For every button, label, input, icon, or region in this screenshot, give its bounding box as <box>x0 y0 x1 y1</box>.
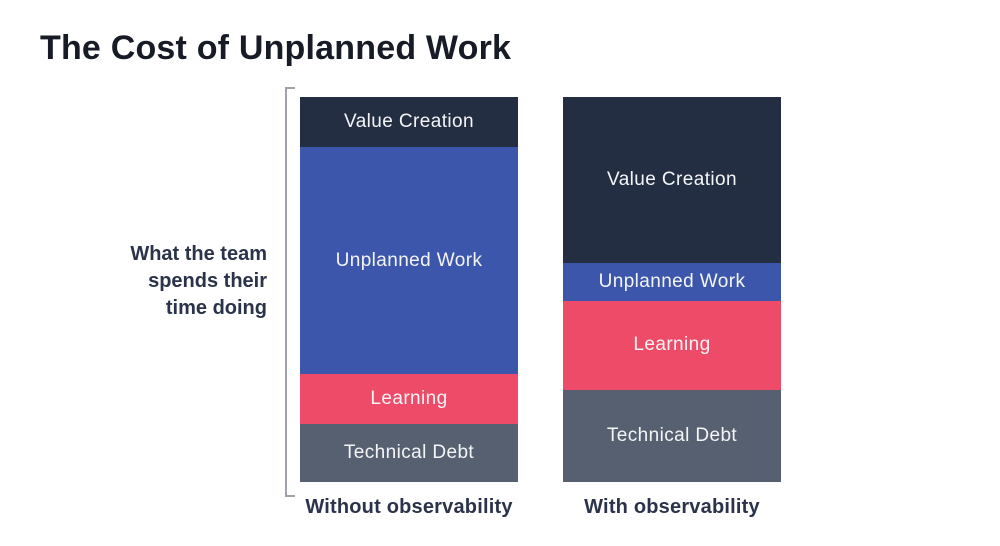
segment-label: Value Creation <box>344 111 474 133</box>
segment-unplanned-work: Unplanned Work <box>563 262 781 302</box>
segment-technical-debt: Technical Debt <box>300 424 518 482</box>
bracket <box>285 87 295 497</box>
chart-title: The Cost of Unplanned Work <box>40 29 512 67</box>
y-axis-label-line-1: What the team <box>130 243 267 265</box>
segment-value-creation: Value Creation <box>563 97 781 263</box>
segment-label: Learning <box>370 388 448 410</box>
y-axis-label-line-2: spends their <box>148 270 267 292</box>
segment-learning: Learning <box>300 374 518 425</box>
segment-label: Learning <box>633 334 711 356</box>
segment-label: Unplanned Work <box>598 270 746 292</box>
segment-label: Unplanned Work <box>335 249 483 271</box>
segment-technical-debt: Technical Debt <box>563 389 781 482</box>
segment-value-creation: Value Creation <box>300 97 518 148</box>
segment-label: Value Creation <box>607 168 737 190</box>
y-axis-label-line-3: time doing <box>165 297 267 319</box>
segment-label: Technical Debt <box>606 424 738 446</box>
segment-unplanned-work: Unplanned Work <box>300 147 518 375</box>
segment-label: Technical Debt <box>343 442 475 464</box>
segment-learning: Learning <box>563 301 781 390</box>
y-axis-label: What the team spends their time doing <box>40 241 267 322</box>
x-axis-label-with-observability: With observability <box>584 496 760 518</box>
x-axis-label-without-observability: Without observability <box>305 496 513 518</box>
